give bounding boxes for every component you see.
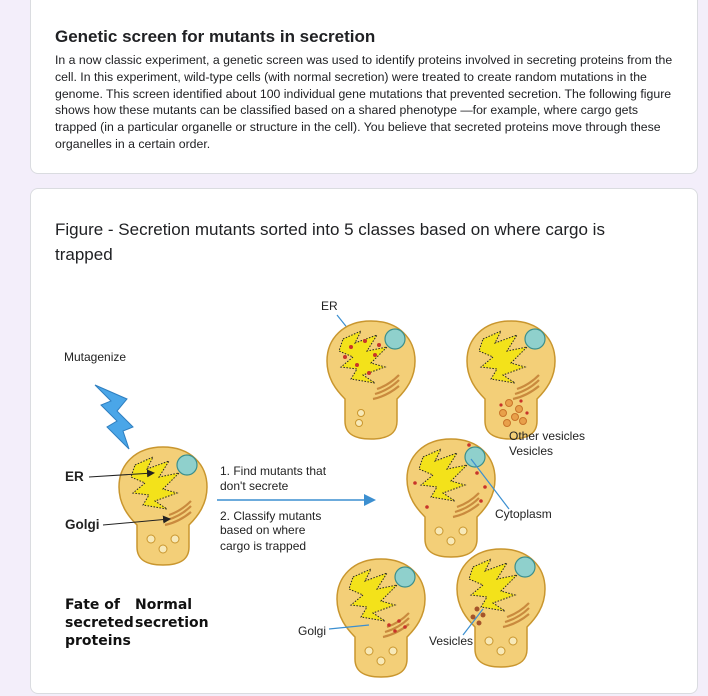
- lightning-icon: [94, 384, 134, 450]
- intro-title: Genetic screen for mutants in secretion: [55, 27, 376, 46]
- cell-other-vesicles-mutant: [465, 319, 557, 441]
- label-golgi-left: Golgi: [65, 517, 100, 532]
- cell-cytoplasm-mutant: [405, 437, 497, 559]
- label-step1-line1: 1. Find mutants that: [220, 464, 327, 478]
- figure-card: Figure - Secretion mutants sorted into 5…: [30, 188, 698, 694]
- label-er-left: ER: [65, 469, 84, 484]
- label-vesicles-bottom: Vesicles: [429, 634, 473, 648]
- label-vesicles-right: Vesicles: [509, 444, 553, 458]
- label-golgi-bottom: Golgi: [298, 624, 326, 638]
- label-fate-1: Fate of: [65, 597, 121, 613]
- label-fate-3: proteins: [65, 633, 131, 649]
- label-other-vesicles: Other vesicles: [509, 429, 585, 443]
- label-er-top: ER: [321, 299, 338, 313]
- cell-vesicles-mutant: [455, 547, 547, 669]
- cell-normal: [117, 445, 209, 567]
- label-normal-2: secretion: [135, 615, 209, 631]
- intro-card: Genetic screen for mutants in secretion …: [30, 0, 698, 174]
- cell-golgi-mutant: [335, 557, 427, 679]
- cell-er-mutant: [325, 319, 417, 441]
- label-step2-line1: 2. Classify mutants: [220, 509, 321, 523]
- label-normal-1: Normal: [135, 597, 192, 613]
- secretion-figure: Mutagenize ER Golgi Fate of secreted pro…: [64, 299, 585, 679]
- label-step2-line2: based on where: [220, 523, 306, 537]
- label-step1-line2: don't secrete: [220, 479, 289, 493]
- label-fate-2: secreted: [65, 615, 134, 631]
- intro-body: In a now classic experiment, a genetic s…: [55, 53, 673, 151]
- figure-title: Figure - Secretion mutants sorted into 5…: [55, 220, 605, 264]
- label-mutagenize: Mutagenize: [64, 350, 126, 364]
- label-cytoplasm: Cytoplasm: [495, 507, 552, 521]
- label-step2-line3: cargo is trapped: [220, 539, 306, 553]
